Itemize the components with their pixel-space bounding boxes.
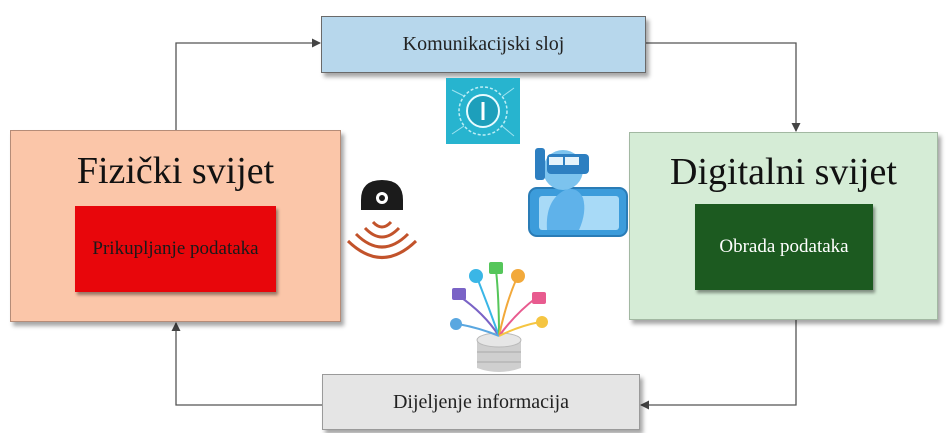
data-processing-label: Obrada podataka	[719, 236, 849, 258]
physical-world-title: Fizički svijet	[76, 150, 275, 192]
information-sharing-box: Dijeljenje informacija	[322, 374, 640, 430]
arrow-right-to-bottom	[640, 320, 797, 410]
data-collection-label: Prikupljanje podataka	[92, 238, 259, 260]
communication-layer-label: Komunikacijski sloj	[402, 33, 565, 55]
vr-headset-tablet-icon	[528, 148, 628, 237]
communication-layer-box: Komunikacijski sloj	[321, 16, 646, 73]
physical-world-box: Fizički svijet Prikupljanje podataka	[10, 130, 341, 322]
information-sharing-label: Dijeljenje informacija	[392, 390, 570, 413]
sensor-waves-icon	[346, 180, 418, 259]
arrow-top-to-right	[646, 42, 801, 132]
digital-world-box: Digitalni svijet Obrada podataka	[629, 132, 938, 320]
data-processing-box: Obrada podataka	[695, 204, 873, 290]
arrow-bottom-to-left	[171, 322, 322, 406]
data-cloud-icon	[450, 262, 548, 372]
data-collection-box: Prikupljanje podataka	[75, 206, 276, 292]
network-tile-icon	[446, 78, 520, 144]
arrow-left-to-top	[175, 38, 321, 130]
digital-world-title: Digitalni svijet	[670, 151, 897, 193]
